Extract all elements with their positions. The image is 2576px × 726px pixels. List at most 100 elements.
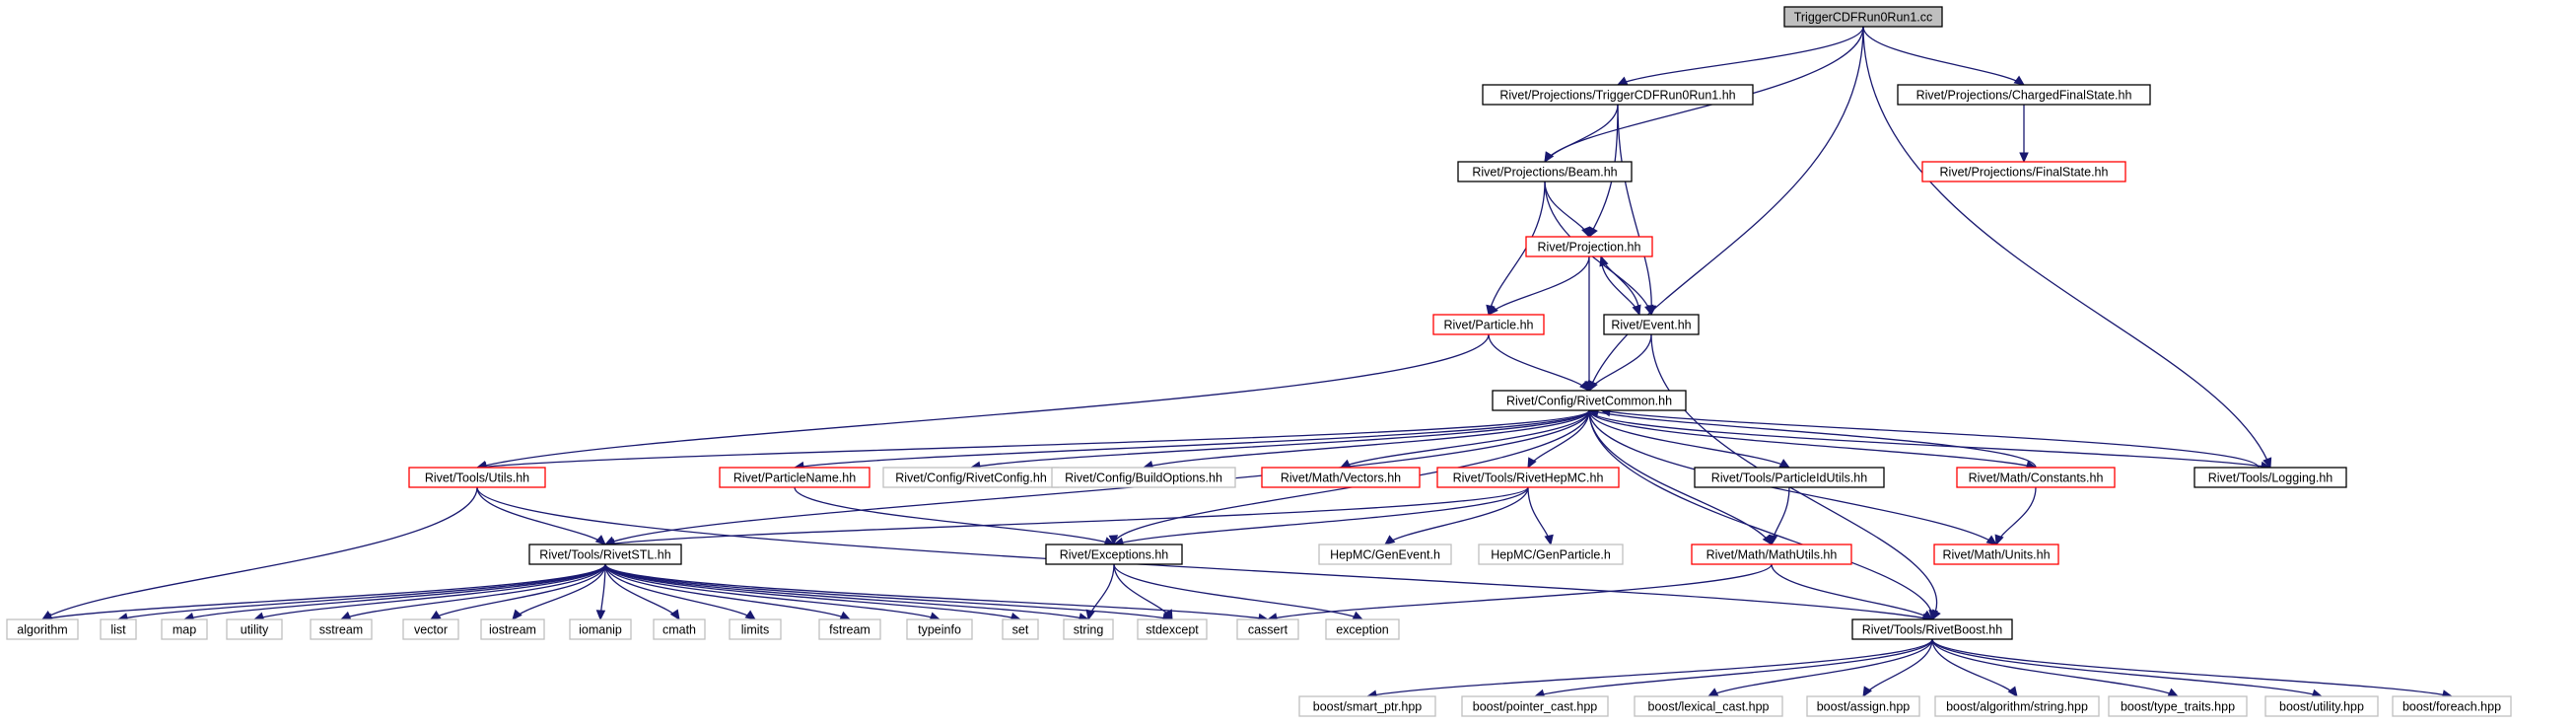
- node-pidu[interactable]: Rivet/Tools/ParticleIdUtils.hh: [1694, 467, 1885, 488]
- node-root[interactable]: TriggerCDFRun0Run1.cc: [1783, 6, 1943, 28]
- node-fs[interactable]: Rivet/Projections/FinalState.hh: [1921, 161, 2126, 182]
- edge-common-to-vectors: [1340, 409, 1590, 469]
- edge-arrowhead-stl-to-iomanip: [595, 610, 606, 621]
- node-string: string: [1063, 618, 1114, 640]
- edge-arrowhead-stl-to-limits: [744, 610, 756, 620]
- node-label-b-pcast: boost/pointer_cast.hpp: [1473, 700, 1598, 714]
- edge-arrowhead-hepmc-to-genpart: [1544, 534, 1554, 546]
- node-consts[interactable]: Rivet/Math/Constants.hh: [1956, 467, 2116, 488]
- node-box-proj: [1525, 236, 1653, 257]
- node-label-b-foreach: boost/foreach.hpp: [2402, 700, 2501, 714]
- node-boost[interactable]: Rivet/Tools/RivetBoost.hh: [1851, 618, 2013, 640]
- node-exc[interactable]: Rivet/Exceptions.hh: [1045, 544, 1183, 565]
- node-label-utils: Rivet/Tools/Utils.hh: [425, 472, 529, 485]
- node-label-string: string: [1074, 623, 1104, 637]
- node-common[interactable]: Rivet/Config/RivetCommon.hh: [1492, 390, 1687, 411]
- node-label-cassert: cassert: [1248, 623, 1288, 637]
- edge-common-to-bopt: [1143, 409, 1590, 469]
- node-list: list: [100, 618, 137, 640]
- node-mathu[interactable]: Rivet/Math/MathUtils.hh: [1691, 544, 1852, 565]
- node-box-mathu: [1691, 544, 1852, 565]
- node-stdexcept: stdexcept: [1137, 618, 1208, 640]
- node-box-cassert: [1236, 618, 1299, 640]
- node-label-trig: Rivet/Projections/TriggerCDFRun0Run1.hh: [1499, 89, 1735, 103]
- node-box-genpart: [1478, 544, 1624, 565]
- node-label-b-assign: boost/assign.hpp: [1817, 700, 1911, 714]
- node-label-hepmc: Rivet/Tools/RivetHepMC.hh: [1453, 472, 1604, 485]
- edge-arrowhead-consts-to-units: [1994, 534, 2004, 546]
- node-utils[interactable]: Rivet/Tools/Utils.hh: [408, 467, 546, 488]
- node-label-genpart: HepMC/GenParticle.h: [1491, 548, 1611, 562]
- edge-common-to-consts: [1588, 409, 2037, 469]
- node-box-b-util: [2264, 695, 2379, 717]
- node-proj[interactable]: Rivet/Projection.hh: [1525, 236, 1653, 257]
- node-cfs[interactable]: Rivet/Projections/ChargedFinalState.hh: [1897, 84, 2151, 106]
- edge-arrowhead-stl-to-sstream: [339, 611, 352, 620]
- node-label-typeinfo: typeinfo: [918, 623, 961, 637]
- edge-stl-to-sstream: [340, 563, 606, 620]
- edge-stl-to-stdexcept: [604, 563, 1173, 620]
- node-b-util: boost/utility.hpp: [2264, 695, 2379, 717]
- node-label-units: Rivet/Math/Units.hh: [1942, 548, 2050, 562]
- node-label-algorithm: algorithm: [17, 623, 67, 637]
- node-set: set: [1002, 618, 1039, 640]
- edge-beam-to-particle: [1488, 181, 1546, 316]
- node-label-stl: Rivet/Tools/RivetSTL.hh: [539, 548, 670, 562]
- edge-arrowhead-cfs-to-fs: [2019, 152, 2029, 164]
- node-box-string: [1063, 618, 1114, 640]
- node-box-root: [1783, 6, 1943, 28]
- edge-stl-to-vector: [430, 563, 606, 620]
- node-event[interactable]: Rivet/Event.hh: [1603, 314, 1700, 335]
- node-algorithm: algorithm: [6, 618, 79, 640]
- edge-arrowhead-root-to-trig: [1616, 76, 1629, 86]
- node-label-pname: Rivet/ParticleName.hh: [733, 472, 856, 485]
- node-label-event: Rivet/Event.hh: [1611, 319, 1691, 332]
- node-label-bopt: Rivet/Config/BuildOptions.hh: [1065, 472, 1222, 485]
- edge-common-to-pidu: [1588, 409, 1790, 469]
- edge-trig-to-event: [1617, 104, 1652, 316]
- edge-beam-to-event: [1544, 181, 1652, 316]
- node-box-map: [161, 618, 208, 640]
- node-label-particle: Rivet/Particle.hh: [1443, 319, 1533, 332]
- node-box-units: [1933, 544, 2059, 565]
- node-label-fstream: fstream: [829, 623, 870, 637]
- node-box-logging: [2193, 467, 2347, 488]
- edge-arrowhead-proj-to-particle: [1488, 304, 1498, 316]
- edge-common-to-utils: [476, 409, 1590, 469]
- node-box-fs: [1921, 161, 2126, 182]
- edge-arrowhead-stl-to-iostream: [512, 609, 522, 620]
- edge-boost-to-b-pcast: [1534, 638, 1933, 697]
- node-stl[interactable]: Rivet/Tools/RivetSTL.hh: [528, 544, 682, 565]
- node-particle[interactable]: Rivet/Particle.hh: [1432, 314, 1545, 335]
- node-box-utility: [226, 618, 283, 640]
- node-label-common: Rivet/Config/RivetCommon.hh: [1506, 395, 1672, 408]
- node-label-cmath: cmath: [662, 623, 696, 637]
- node-pname[interactable]: Rivet/ParticleName.hh: [719, 467, 870, 488]
- node-units[interactable]: Rivet/Math/Units.hh: [1933, 544, 2059, 565]
- node-box-cmath: [653, 618, 706, 640]
- node-beam[interactable]: Rivet/Projections/Beam.hh: [1457, 161, 1633, 182]
- edge-arrowhead-event-to-proj: [1599, 254, 1609, 267]
- node-logging[interactable]: Rivet/Tools/Logging.hh: [2193, 467, 2347, 488]
- edge-stl-to-fstream: [604, 563, 851, 620]
- node-label-consts: Rivet/Math/Constants.hh: [1969, 472, 2104, 485]
- node-box-consts: [1956, 467, 2116, 488]
- edge-stl-to-typeinfo: [604, 563, 940, 620]
- node-box-b-smart: [1298, 695, 1436, 717]
- edge-arrowhead-exc-to-exception: [1352, 611, 1364, 620]
- node-vectors[interactable]: Rivet/Math/Vectors.hh: [1261, 467, 1421, 488]
- node-trig[interactable]: Rivet/Projections/TriggerCDFRun0Run1.hh: [1482, 84, 1754, 106]
- node-label-list: list: [110, 623, 126, 637]
- node-box-limits: [729, 618, 782, 640]
- edge-arrowhead-boost-to-b-algstr: [2007, 686, 2018, 697]
- node-label-exception: exception: [1336, 623, 1389, 637]
- node-hepmc[interactable]: Rivet/Tools/RivetHepMC.hh: [1436, 467, 1620, 488]
- node-box-b-pcast: [1461, 695, 1609, 717]
- edge-utils-to-stl: [476, 486, 606, 545]
- node-box-iomanip: [569, 618, 632, 640]
- node-label-cfs: Rivet/Projections/ChargedFinalState.hh: [1916, 89, 2132, 103]
- node-box-trig: [1482, 84, 1754, 106]
- edge-particle-to-common: [1488, 333, 1590, 392]
- node-label-stdexcept: stdexcept: [1146, 623, 1199, 637]
- edge-boost-to-b-foreach: [1931, 638, 2453, 697]
